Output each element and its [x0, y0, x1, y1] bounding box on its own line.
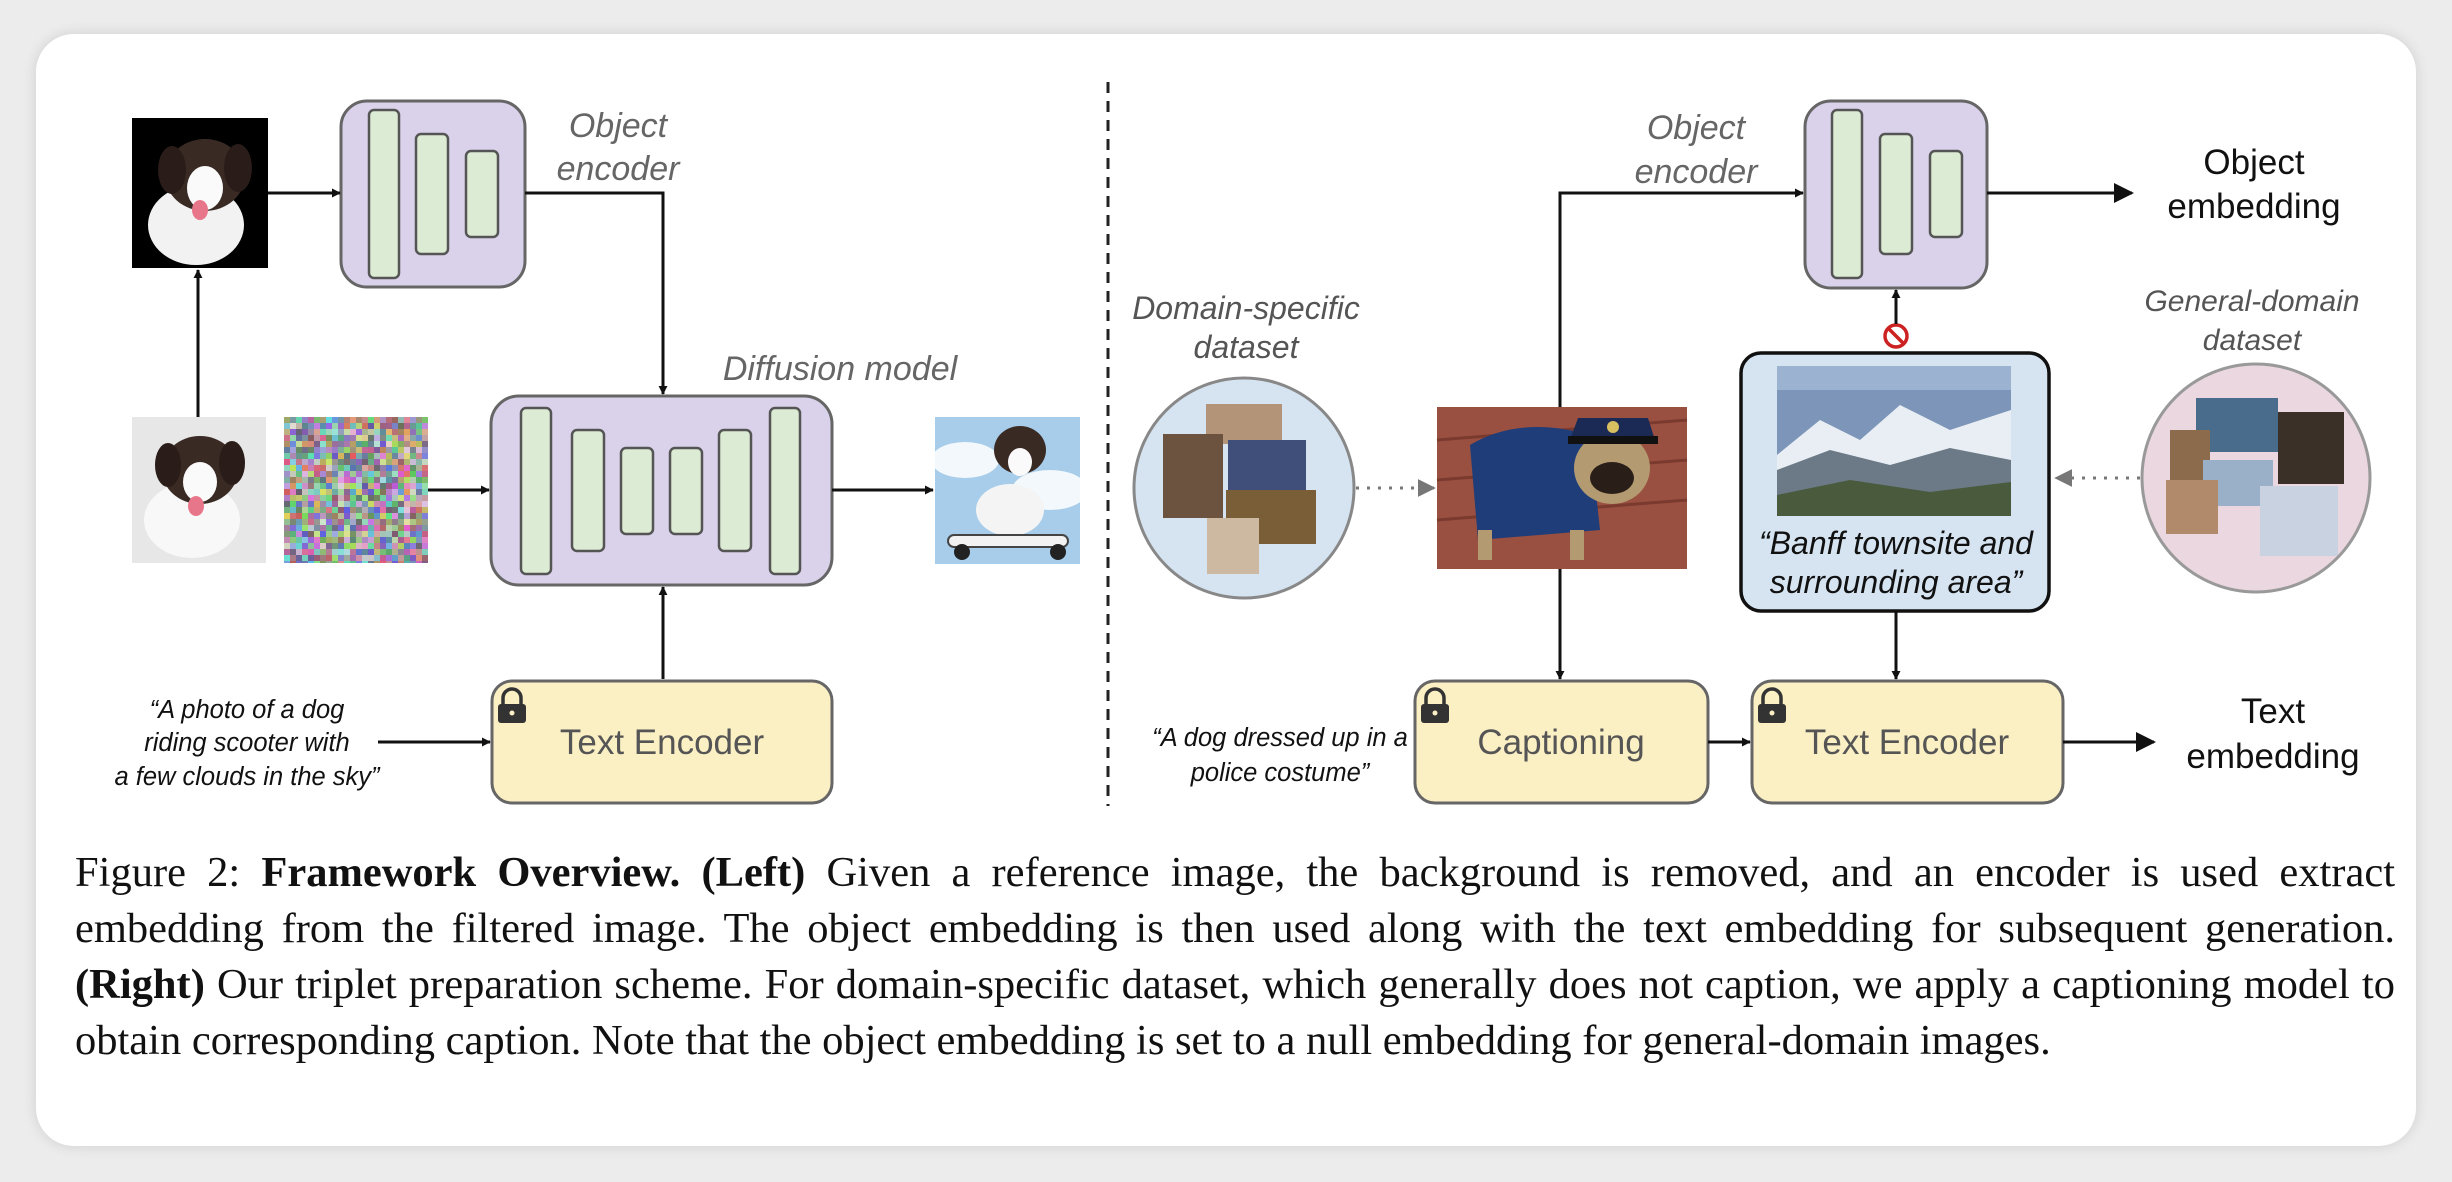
caption-left-text: Given a reference image, the background … — [75, 849, 2395, 952]
text-encoder-right — [1750, 679, 2065, 805]
left-arrows — [193, 188, 934, 747]
null-embedding-icon — [1883, 323, 1909, 349]
diffusion-model-label: Diffusion model — [723, 350, 959, 388]
noise-image — [284, 417, 428, 563]
caption-left-tag: (Left) — [701, 849, 806, 896]
general-sample-box — [1739, 351, 2051, 613]
filtered-dog-image — [132, 118, 268, 268]
general-dataset-circle — [2140, 362, 2372, 594]
pug-police-image — [1436, 407, 1688, 569]
right-arrows — [1555, 183, 2156, 752]
text-encoder-left — [490, 679, 834, 805]
caption-right-tag: (Right) — [75, 961, 205, 1008]
diffusion-model — [489, 394, 834, 587]
domain-dataset-circle — [1132, 376, 1356, 600]
reference-dog-image — [132, 417, 266, 563]
object-encoder-left — [339, 99, 527, 289]
caption-title: Framework Overview. — [261, 849, 681, 896]
text-encoder-left-label: Text Encoder — [560, 723, 765, 762]
caption-right-text: Our triplet preparation scheme. For doma… — [75, 961, 2395, 1064]
figure-caption: Figure 2: Framework Overview. (Left) Giv… — [75, 845, 2395, 1069]
captioning-box — [1413, 679, 1710, 805]
lock-icon — [498, 687, 526, 723]
caption-prefix: Figure 2: — [75, 849, 262, 896]
generated-output-image — [931, 417, 1088, 564]
lock-icon — [1758, 687, 1786, 723]
lock-icon — [1421, 687, 1449, 723]
captioning-label: Captioning — [1477, 723, 1644, 762]
text-encoder-right-label: Text Encoder — [1805, 723, 2010, 762]
object-encoder-right — [1803, 99, 1989, 290]
